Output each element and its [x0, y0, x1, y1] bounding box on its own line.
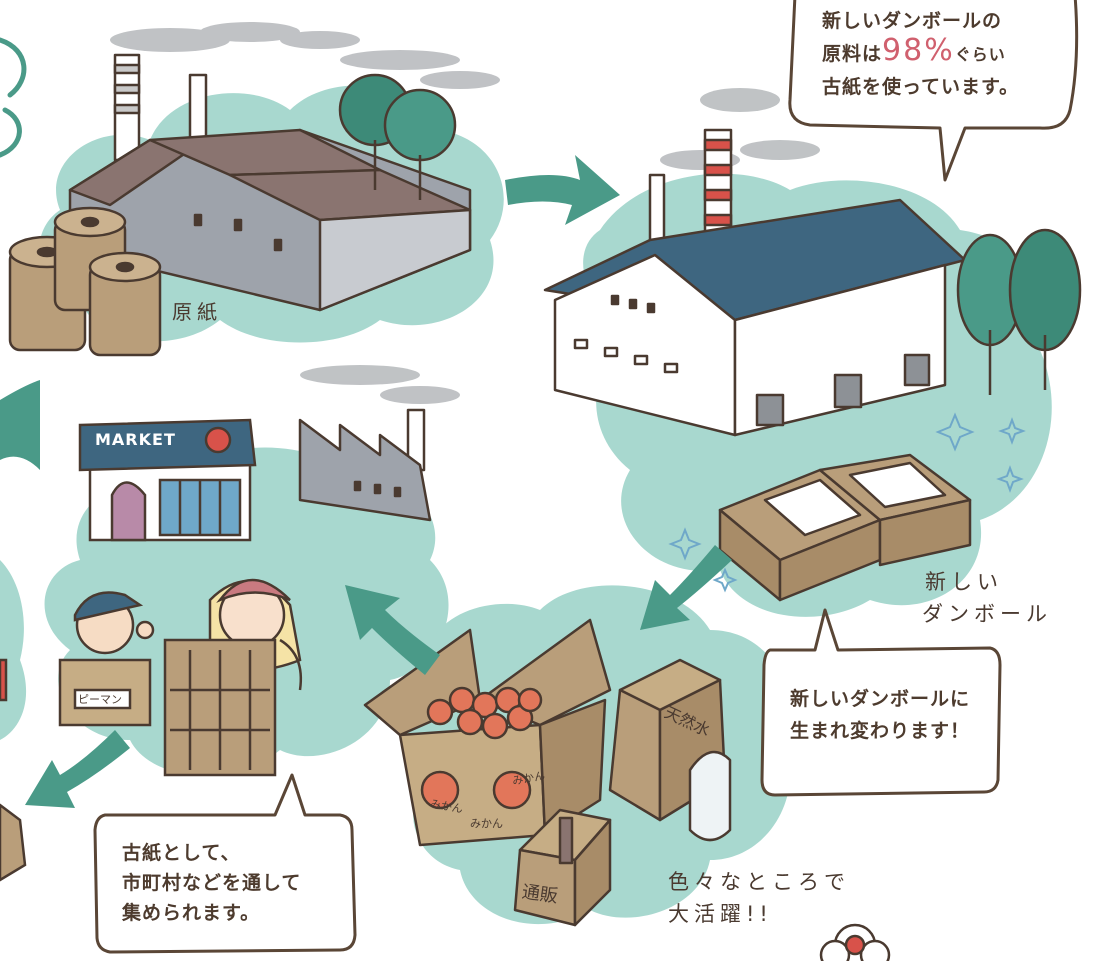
partial-swirl-decoration	[0, 37, 27, 158]
pepper-box-text: ピーマン	[78, 693, 122, 706]
base-paper-label: 原紙	[172, 300, 222, 324]
paper-rolls	[8, 206, 162, 357]
mikan-box	[363, 618, 612, 847]
mailorder-box-text: 通販	[520, 881, 560, 908]
left-edge-box	[0, 658, 27, 882]
cardboard-factory	[543, 128, 967, 437]
new-cardboard-label-2: ダンボール	[922, 602, 1052, 626]
flower-icon	[819, 923, 891, 961]
speech-bubble-bottom-left	[93, 773, 357, 954]
tomato-icon	[204, 426, 232, 454]
trees-top-left	[338, 73, 457, 200]
supermarket	[78, 418, 257, 542]
bubble-top-right-line3: 古紙を使っています。	[822, 76, 1020, 98]
bubble-top-right-line1: 新しいダンボールの	[822, 10, 1003, 32]
bubble-top-right-line2: 原料は98%ぐらい	[822, 36, 1006, 70]
stacked-new-cardboard	[718, 453, 972, 602]
girl-with-cardboard	[163, 578, 303, 777]
speech-bubble-top-right	[788, 0, 1079, 182]
mailorder-box	[513, 808, 612, 927]
bubble-top-right-suffix: ぐらい	[954, 45, 1006, 64]
recycle-arrow-icon	[0, 155, 732, 808]
bubble-bottom-left-line1: 古紙として、	[122, 842, 241, 864]
market-sign: MARKET	[95, 430, 176, 449]
bubble-top-right-prefix: 原料は	[822, 43, 883, 65]
new-cardboard-label-1: 新しい	[925, 570, 1003, 594]
mint-cloud-far-left	[0, 560, 27, 740]
mikan-box-text-3: みかん	[470, 817, 503, 830]
active-label-1: 色々なところで	[668, 870, 850, 894]
boy-with-box	[58, 591, 155, 727]
percentage-value: 98%	[882, 33, 955, 68]
small-factory-gray	[298, 408, 432, 522]
bubble-middle-right-line1: 新しいダンボールに	[790, 688, 971, 710]
active-label-2: 大活躍!!	[668, 902, 773, 926]
bubble-bottom-left-line3: 集められます。	[122, 902, 261, 924]
water-box	[608, 658, 732, 842]
bubble-bottom-left-line2: 市町村などを通して	[122, 872, 302, 894]
speech-bubble-middle-right	[760, 608, 1002, 797]
paper-mill-factory	[68, 53, 472, 312]
trees-right	[956, 228, 1082, 395]
sparkle-icon	[668, 412, 1026, 593]
bubble-middle-right-line2: 生まれ変わります！	[790, 720, 971, 742]
